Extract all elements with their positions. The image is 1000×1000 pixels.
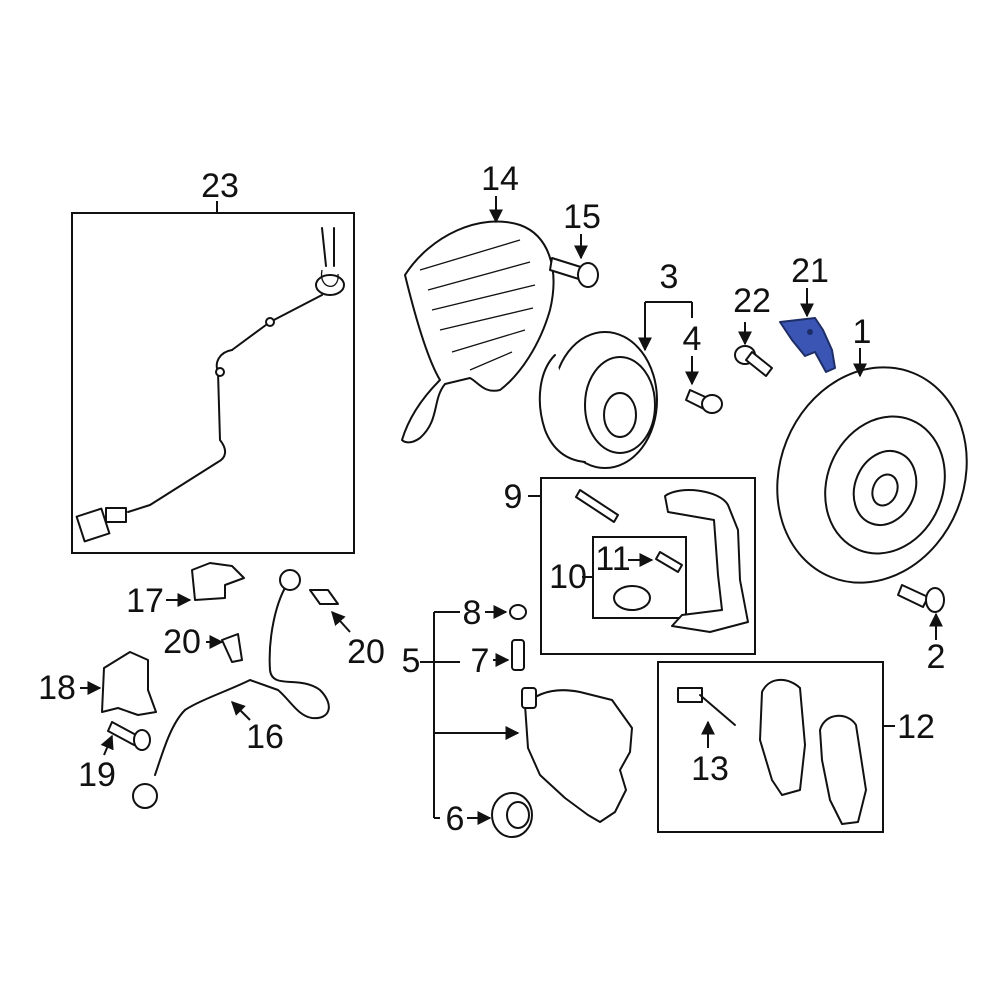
inner-brake-pad-part[interactable] <box>759 678 806 796</box>
brake-rotor-part[interactable] <box>745 339 998 612</box>
outer-brake-pad-part[interactable] <box>819 714 867 825</box>
bolt-22-part[interactable] <box>734 345 773 377</box>
callout-4: 4 <box>683 320 702 358</box>
bolt-19-part[interactable] <box>107 721 151 751</box>
callout-1: 1 <box>853 313 872 351</box>
callout-22: 22 <box>733 282 771 320</box>
harness-box <box>71 212 355 554</box>
callout-8: 8 <box>463 594 482 632</box>
callout-19: 19 <box>78 756 116 794</box>
wheel-hub-part[interactable] <box>538 331 658 469</box>
callout-2: 2 <box>927 638 946 676</box>
carrier-bolt-part[interactable] <box>575 489 619 523</box>
callout-5: 5 <box>402 642 421 680</box>
clip-20b-part[interactable] <box>221 633 243 663</box>
brake-hose-part[interactable] <box>132 569 330 809</box>
sensor-harness-group <box>71 201 355 554</box>
carrier-bracket-part[interactable] <box>664 489 749 633</box>
bracket-18-part[interactable] <box>101 651 157 716</box>
dust-cap-part[interactable] <box>509 604 527 620</box>
callout-6: 6 <box>446 800 465 838</box>
brake-pads-group <box>657 661 884 833</box>
callout-10: 10 <box>549 558 587 596</box>
rotor-screw-part[interactable] <box>897 584 945 613</box>
bracket-17-part[interactable] <box>191 562 245 601</box>
carrier-box <box>540 477 756 655</box>
callout-14: 14 <box>481 160 519 198</box>
pads-box <box>657 661 884 833</box>
callout-16: 16 <box>246 718 284 756</box>
callout-23: 23 <box>201 167 239 205</box>
clip-20a-part[interactable] <box>309 589 339 605</box>
caliper-piston-part[interactable] <box>491 792 533 838</box>
callout-labels: 23 14 15 3 4 22 21 1 2 9 10 11 8 7 5 6 1… <box>38 160 945 838</box>
callout-21: 21 <box>791 252 829 290</box>
sensor-harness-part[interactable] <box>75 227 345 543</box>
brake-caliper-part[interactable] <box>521 687 633 823</box>
callout-9: 9 <box>504 478 523 516</box>
wear-sensor-part[interactable] <box>677 687 736 726</box>
bolt-15-part[interactable] <box>549 257 599 288</box>
splash-shield-part[interactable] <box>401 220 555 444</box>
callout-20a: 20 <box>347 633 385 671</box>
guide-pin-part[interactable] <box>613 551 683 611</box>
leader-lines <box>80 196 943 825</box>
callout-15: 15 <box>563 198 601 236</box>
callout-11: 11 <box>595 540 630 578</box>
bracket-21-part[interactable] <box>779 317 836 373</box>
callout-7: 7 <box>471 642 490 680</box>
caliper-carrier-group <box>540 477 756 655</box>
bleeder-valve-part[interactable] <box>511 639 525 671</box>
callout-12: 12 <box>897 708 935 746</box>
callout-20b: 20 <box>163 623 201 661</box>
callout-17: 17 <box>126 582 164 620</box>
callout-3: 3 <box>660 258 679 296</box>
hub-bolt-part[interactable] <box>685 389 723 414</box>
callout-13: 13 <box>691 750 729 788</box>
callout-18: 18 <box>38 669 76 707</box>
